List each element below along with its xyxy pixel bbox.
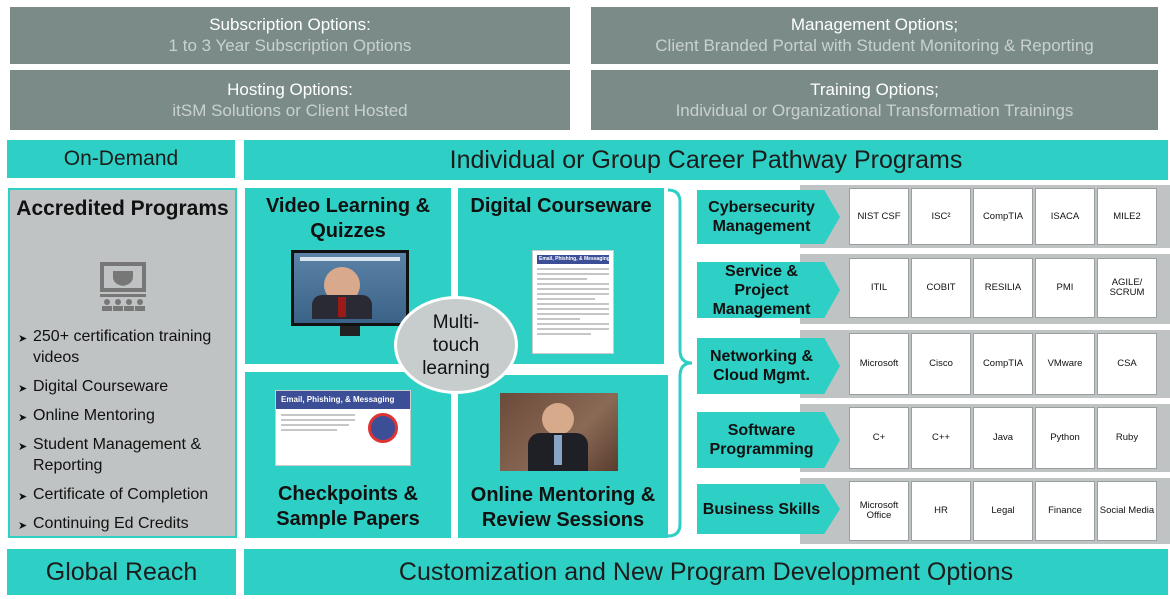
program-cell: Finance	[1035, 481, 1095, 541]
program-chevron-cybersecurity: Cybersecurity Management	[697, 190, 840, 244]
program-chevron-networking: Networking & Cloud Mgmt.	[697, 338, 840, 394]
hosting-options-subtitle: itSM Solutions or Client Hosted	[172, 100, 408, 120]
program-cell: MILE2	[1097, 188, 1157, 245]
customization-bar: Customization and New Program Developmen…	[244, 549, 1168, 595]
subscription-options-subtitle: 1 to 3 Year Subscription Options	[168, 36, 412, 55]
classroom-icon	[100, 262, 146, 311]
program-cell: Microsoft	[849, 333, 909, 395]
program-cell: CompTIA	[973, 333, 1033, 395]
program-chevron-software: Software Programming	[697, 412, 840, 468]
program-cell: AGILE/ SCRUM	[1097, 258, 1157, 318]
online-mentoring-title: Online Mentoring & Review Sessions	[470, 484, 656, 531]
multi-touch-learning-circle: Multi-touch learning	[394, 296, 518, 394]
bullet-arrow-icon: ➤	[18, 520, 28, 532]
list-item: ➤250+ certification training videos	[18, 328, 212, 366]
program-cell: C+	[849, 407, 909, 469]
career-pathway-bar: Individual or Group Career Pathway Progr…	[244, 140, 1168, 180]
courseware-page-image: Email, Phishing, & Messaging	[532, 250, 614, 354]
video-monitor-image	[291, 250, 409, 326]
management-options-title: Management Options;	[790, 15, 959, 34]
program-cell: CompTIA	[973, 188, 1033, 245]
video-learning-quadrant: Video Learning & Quizzes	[245, 188, 451, 364]
program-cell: COBIT	[911, 258, 971, 318]
list-item: ➤Online Mentoring	[18, 405, 231, 426]
training-options-box: Training Options; Individual or Organiza…	[591, 70, 1158, 130]
program-cell: NIST CSF	[849, 188, 909, 245]
list-item: ➤Student Management & Reporting	[18, 436, 202, 474]
subscription-options-box: Subscription Options: 1 to 3 Year Subscr…	[10, 7, 570, 64]
on-demand-label: On-Demand	[63, 147, 179, 170]
global-reach-bar: Global Reach	[7, 549, 236, 595]
training-options-title: Training Options;	[810, 79, 939, 99]
program-chevron-service-project: Service & Project Management	[697, 262, 840, 318]
checkpoints-title: Checkpoints & Sample Papers	[276, 483, 420, 530]
mentor-photo	[500, 393, 618, 471]
program-cell: Ruby	[1097, 407, 1157, 469]
list-item: ➤Digital Courseware	[18, 376, 231, 397]
program-cell: PMI	[1035, 258, 1095, 318]
checkpoint-page-image: Email, Phishing, & Messaging	[275, 390, 411, 466]
accredited-features-list: ➤250+ certification training videos ➤Dig…	[18, 326, 231, 542]
program-chevron-business: Business Skills	[697, 484, 840, 534]
list-item: ➤Certificate of Completion	[18, 484, 231, 505]
checkpoint-page-heading: Email, Phishing, & Messaging	[276, 391, 410, 409]
program-cell: Python	[1035, 407, 1095, 469]
program-cell: VMware	[1035, 333, 1095, 395]
grouping-brace	[667, 188, 693, 538]
online-mentoring-quadrant: Online Mentoring & Review Sessions	[458, 375, 668, 538]
accredited-programs-panel: Accredited Programs ➤250+ certification …	[8, 188, 237, 538]
bullet-arrow-icon: ➤	[18, 412, 28, 424]
program-cell: Microsoft Office	[849, 481, 909, 541]
subscription-options-title: Subscription Options:	[209, 15, 371, 34]
program-cell: ITIL	[849, 258, 909, 318]
management-options-box: Management Options; Client Branded Porta…	[591, 7, 1158, 64]
program-cell: ISC²	[911, 188, 971, 245]
management-options-subtitle: Client Branded Portal with Student Monit…	[655, 36, 1094, 55]
program-cell: RESILIA	[973, 258, 1033, 318]
program-cell: Legal	[973, 481, 1033, 541]
program-cell: HR	[911, 481, 971, 541]
hosting-options-title: Hosting Options:	[227, 79, 353, 99]
career-pathway-label: Individual or Group Career Pathway Progr…	[449, 145, 963, 174]
bullet-arrow-icon: ➤	[18, 383, 28, 395]
checkpoints-quadrant: Email, Phishing, & Messaging Checkpoints…	[245, 372, 451, 538]
digital-courseware-title: Digital Courseware	[470, 195, 652, 217]
bullet-arrow-icon: ➤	[18, 333, 28, 345]
program-cell: C++	[911, 407, 971, 469]
program-cell: CSA	[1097, 333, 1157, 395]
customization-label: Customization and New Program Developmen…	[398, 557, 1014, 586]
on-demand-bar: On-Demand	[7, 140, 235, 178]
bullet-arrow-icon: ➤	[18, 441, 28, 453]
program-cell: Cisco	[911, 333, 971, 395]
training-options-subtitle: Individual or Organizational Transformat…	[675, 100, 1074, 120]
bullet-arrow-icon: ➤	[18, 491, 28, 503]
video-learning-title: Video Learning & Quizzes	[265, 195, 431, 242]
shield-icon	[368, 413, 398, 443]
video-monitor-stand	[340, 326, 360, 336]
courseware-page-heading: Email, Phishing, & Messaging	[537, 255, 609, 264]
program-cell: Java	[973, 407, 1033, 469]
program-cell: ISACA	[1035, 188, 1095, 245]
list-item: ➤Continuing Ed Credits	[18, 513, 231, 534]
global-reach-label: Global Reach	[45, 557, 198, 586]
program-cell: Social Media	[1097, 481, 1157, 541]
accredited-programs-title: Accredited Programs	[16, 197, 229, 220]
multi-touch-learning-label: Multi-touch learning	[422, 311, 490, 379]
hosting-options-box: Hosting Options: itSM Solutions or Clien…	[10, 70, 570, 130]
